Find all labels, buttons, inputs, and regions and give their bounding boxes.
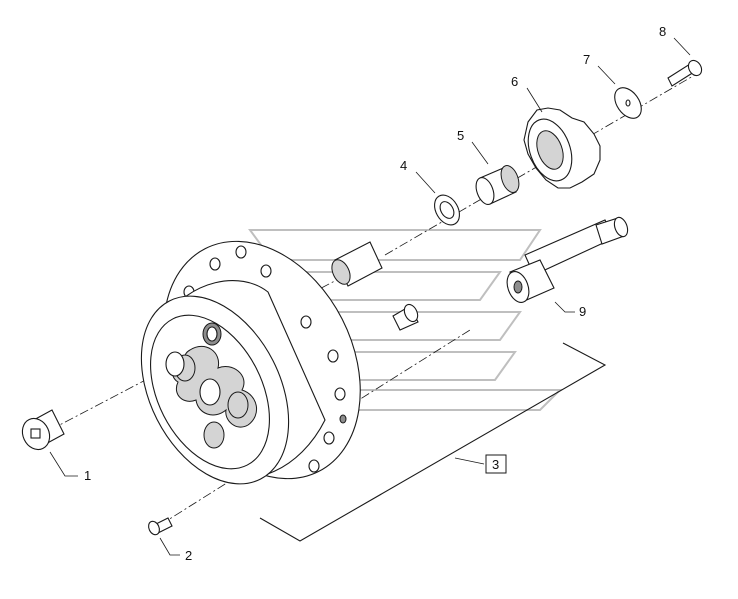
- small-pin: [392, 303, 419, 331]
- axis-lines: [49, 71, 701, 526]
- hub-housing: [140, 240, 361, 485]
- callout-5: 5: [457, 128, 464, 143]
- callout-7: 7: [583, 52, 590, 67]
- part-4-washer: [434, 194, 460, 226]
- callout-1: 1: [84, 468, 91, 483]
- callout-labels: 1 2 3 4 5 6 7 8 9: [84, 24, 666, 563]
- part-8-bolt: [667, 59, 703, 87]
- assembly-bracket: [259, 342, 607, 542]
- part-5-needle-bearing: [475, 165, 520, 205]
- callout-8: 8: [659, 24, 666, 39]
- callout-3-box: [485, 454, 507, 474]
- callout-9: 9: [579, 304, 586, 319]
- callout-4: 4: [400, 158, 407, 173]
- part-7-thrust-washer: [614, 87, 642, 119]
- leader-lines: [49, 37, 691, 556]
- callout-3: 3: [492, 457, 499, 472]
- part-2-screw: [148, 517, 173, 536]
- part-1-plug: [21, 409, 65, 451]
- callout-6: 6: [511, 74, 518, 89]
- callout-2: 2: [185, 548, 192, 563]
- part-9-splined-shaft: [506, 216, 629, 303]
- part-6-gear: [523, 107, 601, 189]
- planet-pin: [331, 241, 383, 287]
